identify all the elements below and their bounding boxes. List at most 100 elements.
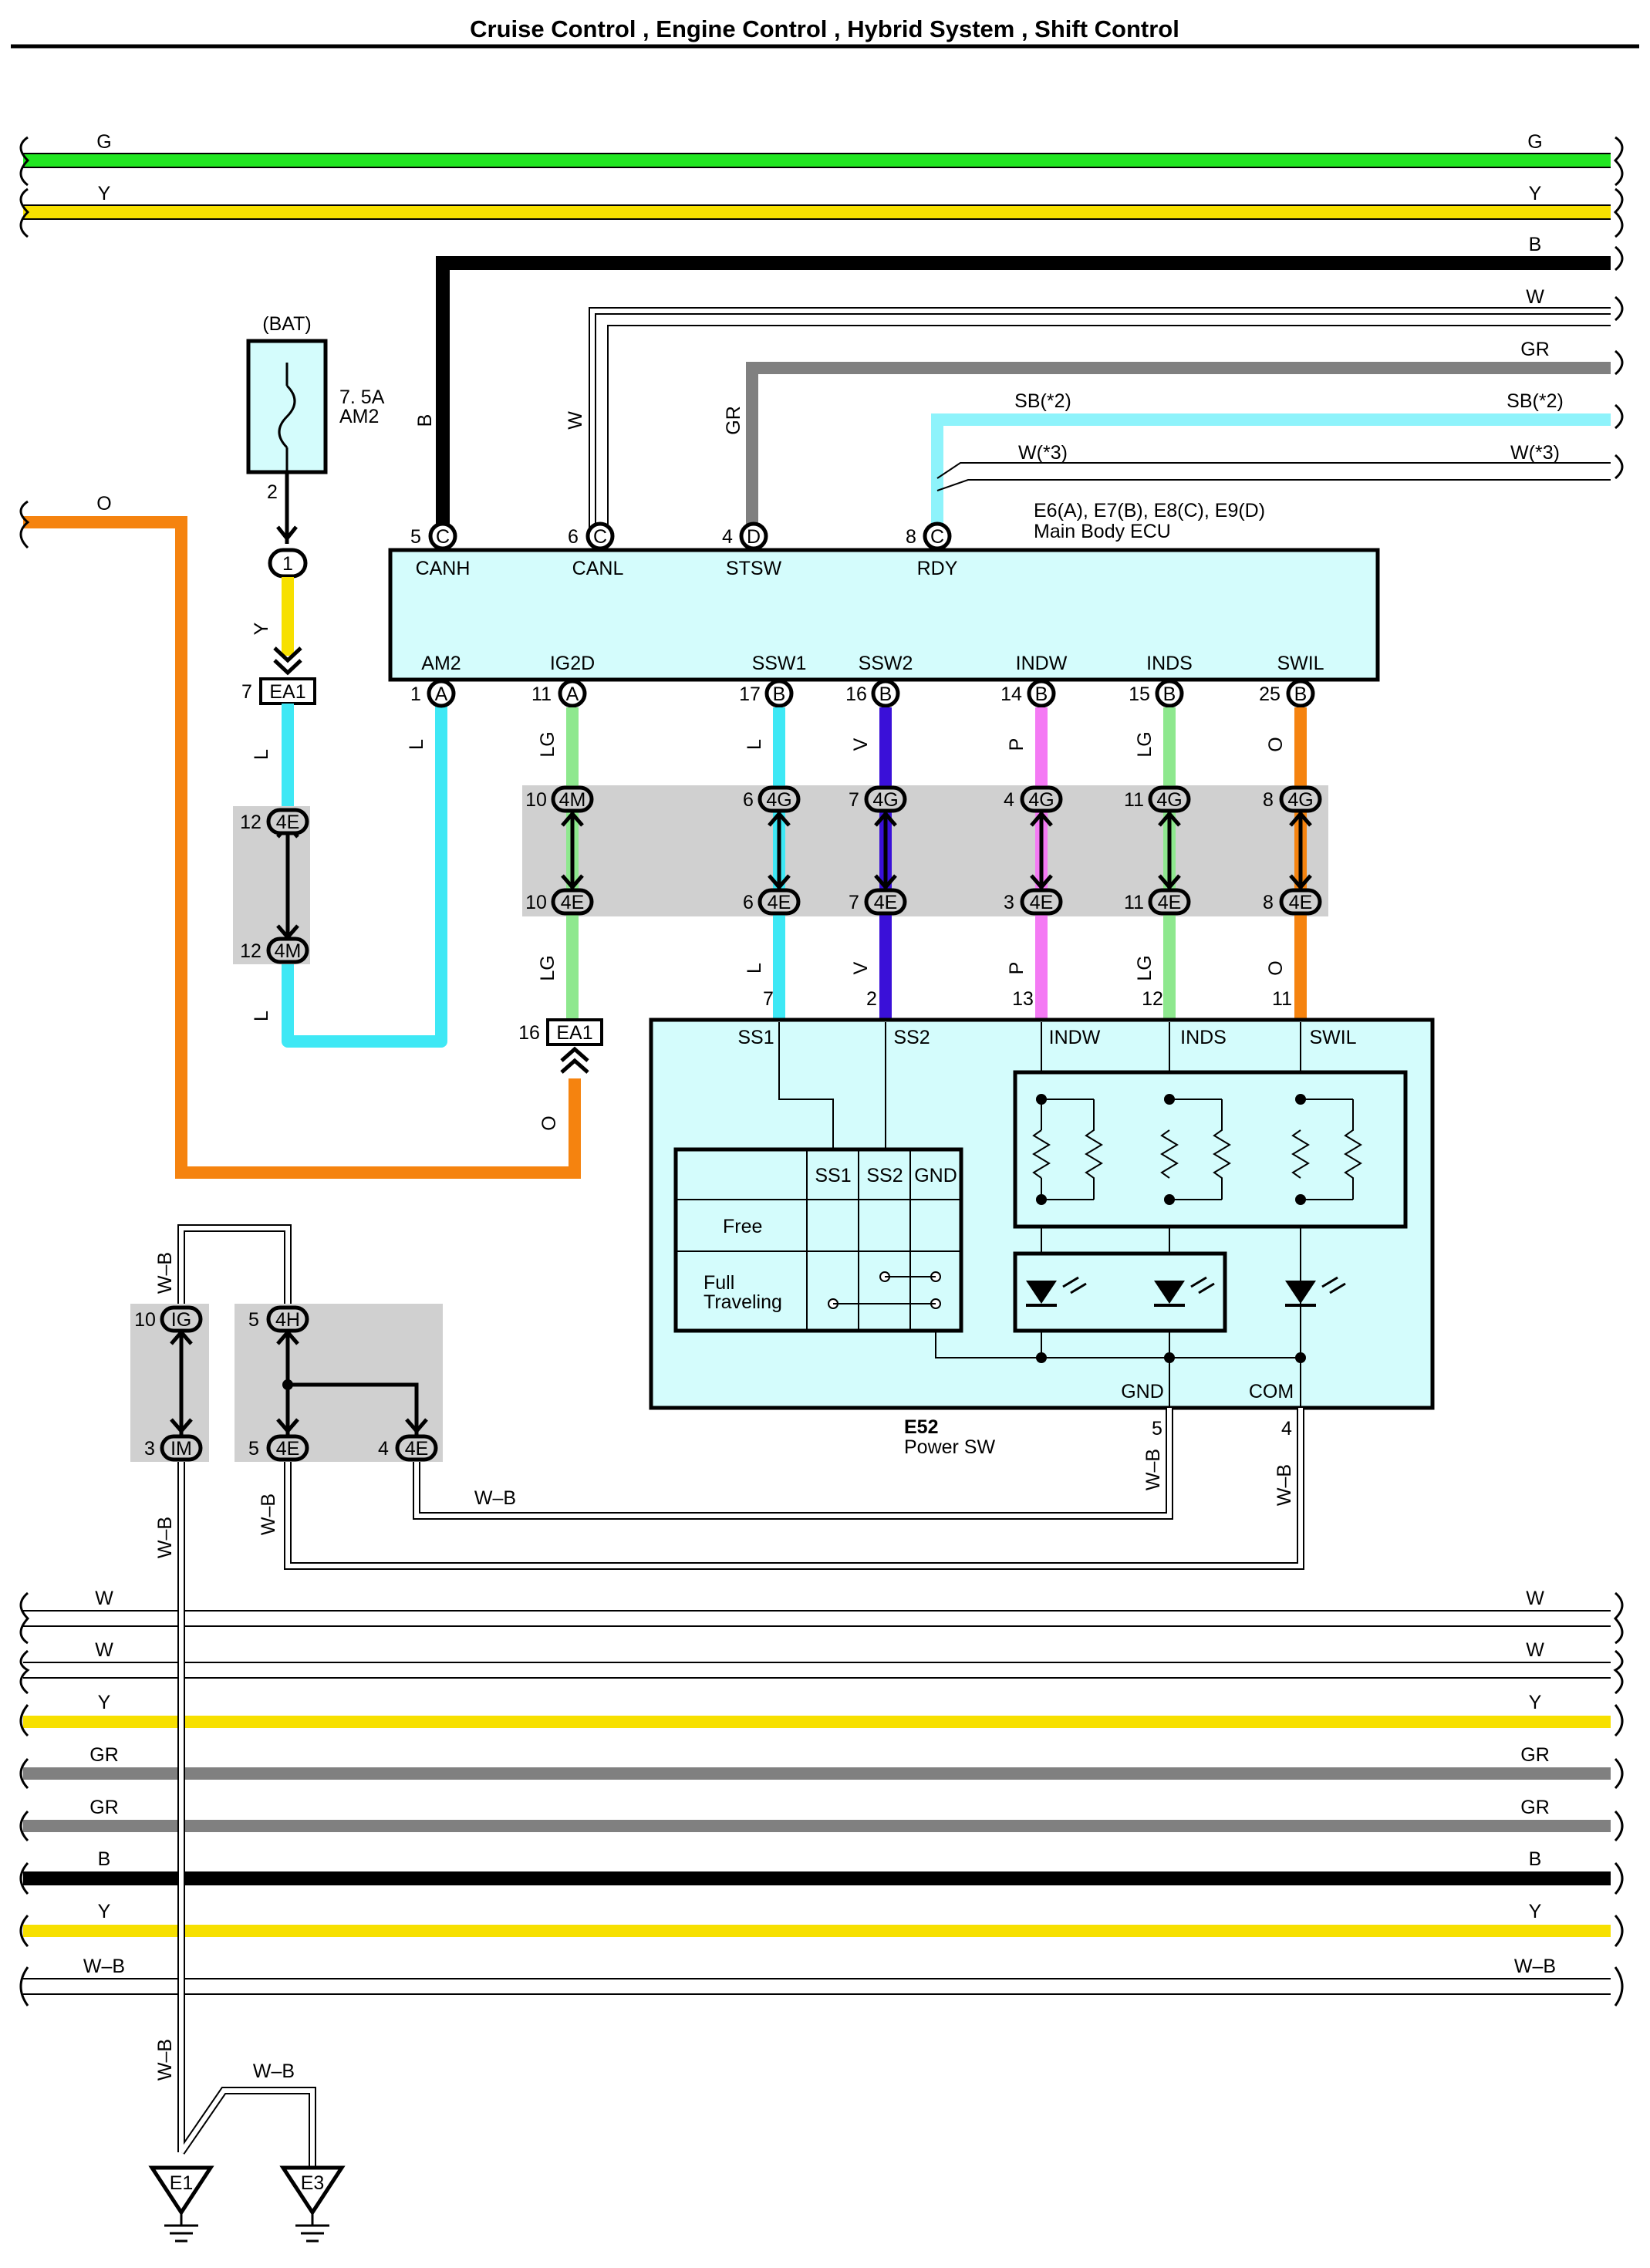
connector-name: 4E xyxy=(276,1438,300,1460)
pin-number: 2 xyxy=(866,988,877,1010)
pin-name: RDY xyxy=(917,558,958,579)
connector-pin: 10 xyxy=(134,1309,156,1331)
table-header: GND xyxy=(914,1165,957,1186)
connector-ea1-bottom: EA1 16 xyxy=(518,1018,603,1074)
pin-name: INDS xyxy=(1146,653,1193,674)
pin-conn: A xyxy=(566,683,579,705)
wire-label: B xyxy=(414,414,436,427)
wire-label: Y xyxy=(1529,1692,1542,1713)
pin-number: 17 xyxy=(739,683,761,705)
pin-name: CANH xyxy=(416,558,471,579)
pin-conn: B xyxy=(879,683,892,705)
connector-name: 4E xyxy=(561,892,585,913)
connector-pin: 6 xyxy=(743,892,754,913)
pin-number: 12 xyxy=(1142,988,1163,1010)
connector-pin: 12 xyxy=(240,940,262,962)
pin-number: 13 xyxy=(1012,988,1034,1010)
wire-label: Y xyxy=(98,1901,111,1922)
wire-label: L xyxy=(744,739,765,750)
row-full: Full xyxy=(704,1272,734,1294)
com-name: COM xyxy=(1249,1381,1294,1402)
pin-number: 6 xyxy=(568,526,579,548)
wire-label: V xyxy=(850,961,872,974)
ecu-bottom-pin-inds: INDS B 15 xyxy=(1129,653,1193,708)
ecu-bottom-pin-swil: SWIL B 25 xyxy=(1259,653,1324,708)
pin-name: SWIL xyxy=(1309,1027,1356,1048)
pin-name: INDW xyxy=(1049,1027,1101,1048)
wire-label: GR xyxy=(89,1797,119,1818)
wire-label: B xyxy=(1529,234,1542,255)
pin-conn: C xyxy=(436,526,450,548)
connector-pin: 3 xyxy=(1004,892,1014,913)
wire-label: LG xyxy=(537,731,558,757)
connector-pin: 6 xyxy=(743,789,754,811)
junction-top-row: 4M 10 4G 6 4G 7 4G 4 4G 11 4G 8 xyxy=(525,785,1322,813)
fuse-pin: 2 xyxy=(267,481,278,503)
pin-name: CANL xyxy=(572,558,624,579)
wire-label: Y xyxy=(1529,183,1542,204)
junction-bottom-row: 4E 10 4E 6 4E 7 4E 3 4E 11 4E 8 xyxy=(525,888,1322,916)
wire-label: Y xyxy=(1529,1901,1542,1922)
fuse-am2: (BAT) 7. 5A AM2 2 1 xyxy=(246,313,385,579)
connector-name: IM xyxy=(170,1438,192,1460)
connector-name: 4E xyxy=(874,892,898,913)
wire-label: G xyxy=(1527,131,1542,153)
wire-label: W–B xyxy=(253,2060,295,2082)
connector-pin: 7 xyxy=(241,681,252,703)
connector-pin: 4 xyxy=(378,1438,389,1460)
wire-label: GR xyxy=(1520,1797,1550,1818)
row-free: Free xyxy=(723,1216,762,1237)
pin-name: AM2 xyxy=(421,653,461,674)
pin-name: IG2D xyxy=(550,653,595,674)
junction-left: 4E 12 4M 12 xyxy=(233,806,310,964)
ecu-top-pin-canh: C 5 CANH xyxy=(410,521,471,579)
pin-number: 16 xyxy=(845,683,867,705)
connector-name: 4E xyxy=(1030,892,1054,913)
wire-label: O xyxy=(538,1115,560,1130)
junction-4h-4e: 4H 5 4E 5 4E 4 xyxy=(235,1304,443,1462)
led-indicators xyxy=(1026,1276,1346,1307)
wire-label: W–B xyxy=(154,2039,176,2081)
ground-e3: E3 xyxy=(279,2165,346,2243)
wire-stsw-gr: GR GR xyxy=(723,339,1611,534)
gnd-name: GND xyxy=(1121,1381,1164,1402)
connector-name: 4E xyxy=(768,892,791,913)
pin-name: SSW1 xyxy=(752,653,807,674)
pin-conn: B xyxy=(773,683,786,705)
top-wire-y: Y Y xyxy=(23,183,1611,220)
wire-label: V xyxy=(850,737,872,751)
ground-name: E3 xyxy=(301,2172,325,2194)
connector-name: 4G xyxy=(872,789,898,811)
wire-label: W xyxy=(565,411,586,430)
ecu-bottom-pin-am2: AM2 A 1 xyxy=(410,653,461,708)
connector-pin: 5 xyxy=(248,1438,259,1460)
pin-number: 11 xyxy=(1272,988,1292,1010)
connector-pin: 11 xyxy=(1124,892,1144,913)
pin-name: INDW xyxy=(1016,653,1068,674)
connector-name: 4M xyxy=(275,940,302,962)
ecu-bottom-pin-ig2d: IG2D A 11 xyxy=(531,653,595,708)
wire-o: O O xyxy=(19,493,581,1179)
connector-name: 4E xyxy=(276,812,300,833)
wire-label: GR xyxy=(1520,1744,1550,1766)
pin-number: 7 xyxy=(763,988,774,1010)
table-header: SS2 xyxy=(866,1165,903,1186)
connector-name: 4E xyxy=(1289,892,1313,913)
gnd-pin: 5 xyxy=(1152,1418,1162,1439)
connector-pin: 11 xyxy=(1124,789,1144,811)
wire-label: W xyxy=(1526,1639,1544,1661)
wire-canl-w: W W xyxy=(565,286,1611,534)
connector-name: EA1 xyxy=(269,681,305,703)
wire-label: LG xyxy=(537,955,558,980)
ground-name: E1 xyxy=(170,2172,194,2194)
wire-label: W xyxy=(1526,286,1544,308)
wire-label: O xyxy=(1265,737,1287,751)
ecu-top-pin-stsw: D 4 STSW xyxy=(722,521,782,579)
connector-name: 4H xyxy=(275,1309,300,1331)
wire-label: W xyxy=(95,1639,113,1661)
pin-conn: C xyxy=(593,526,607,548)
wire-label: W–B xyxy=(1142,1449,1164,1490)
ecu-bottom-pin-indw: INDW B 14 xyxy=(1000,653,1068,708)
ground-e1: E1 xyxy=(148,2165,214,2243)
